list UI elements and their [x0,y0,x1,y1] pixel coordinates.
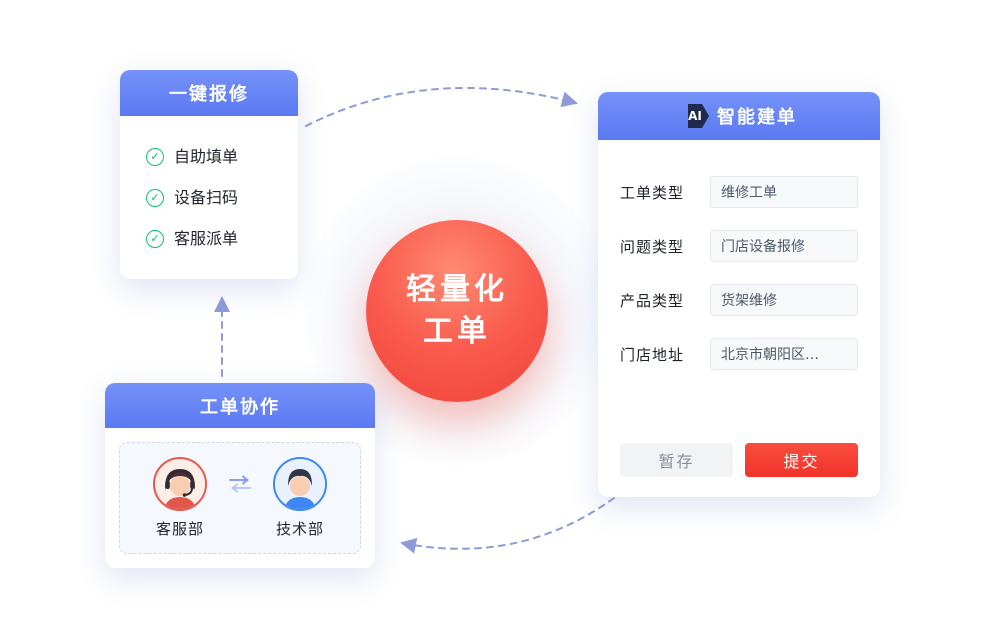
center-badge-line1: 轻量化 [406,272,508,307]
repair-card-title: 一键报修 [169,84,249,105]
repair-feature-list: ✓ 自助填单 ✓ 设备扫码 ✓ 客服派单 [120,116,298,279]
submit-button[interactable]: 提交 [745,443,858,477]
order-type-label: 工单类型 [620,183,685,202]
feature-label: 自助填单 [174,147,239,166]
store-address-input[interactable] [710,338,858,370]
member-label: 技术部 [275,520,324,538]
arrow-repair-to-ai [305,87,578,127]
list-item: ✓ 客服派单 [120,218,298,259]
center-badge-line2: 工单 [423,314,491,349]
form-row: 问题类型 [620,230,858,262]
check-circle-icon: ✓ [146,147,164,166]
member-customer-service: 客服部 [153,457,207,539]
store-address-label: 门店地址 [620,345,685,364]
product-type-label: 产品类型 [620,291,685,310]
problem-type-input[interactable] [710,230,858,262]
check-circle-icon: ✓ [146,188,164,207]
ai-order-form: 工单类型 问题类型 产品类型 门店地址 [598,140,880,370]
problem-type-label: 问题类型 [620,237,685,256]
member-tech: 技术部 [273,457,327,539]
ai-card-title: 智能建单 [717,107,797,128]
member-label: 客服部 [155,520,204,538]
form-row: 门店地址 [620,338,858,370]
ai-order-card: AI 智能建单 工单类型 问题类型 产品类型 门店地址 暂存 提交 [598,92,880,497]
center-badge: 轻量化 工单 [366,220,548,402]
collab-card-header: 工单协作 [105,383,375,428]
exchange-arrows-icon [227,474,253,498]
ai-hexagon-icon: AI [688,104,709,128]
list-item: ✓ 设备扫码 [120,177,298,218]
arrow-ai-to-collab [400,497,615,554]
customer-service-avatar [153,457,207,511]
draft-button[interactable]: 暂存 [620,443,733,477]
ai-card-header: AI 智能建单 [598,92,880,140]
product-type-input[interactable] [710,284,858,316]
repair-card: 一键报修 ✓ 自助填单 ✓ 设备扫码 ✓ 客服派单 [120,70,298,279]
order-type-input[interactable] [710,176,858,208]
collab-card-title: 工单协作 [200,396,280,418]
tech-avatar [273,457,327,511]
feature-label: 客服派单 [174,229,239,248]
collab-card: 工单协作 [105,383,375,568]
form-row: 工单类型 [620,176,858,208]
feature-label: 设备扫码 [174,188,239,207]
list-item: ✓ 自助填单 [120,136,298,177]
collab-body: 客服部 [105,428,375,568]
collab-panel: 客服部 [119,442,361,554]
check-circle-icon: ✓ [146,229,164,248]
form-row: 产品类型 [620,284,858,316]
repair-card-header: 一键报修 [120,70,298,116]
ai-card-footer: 暂存 提交 [620,443,858,477]
